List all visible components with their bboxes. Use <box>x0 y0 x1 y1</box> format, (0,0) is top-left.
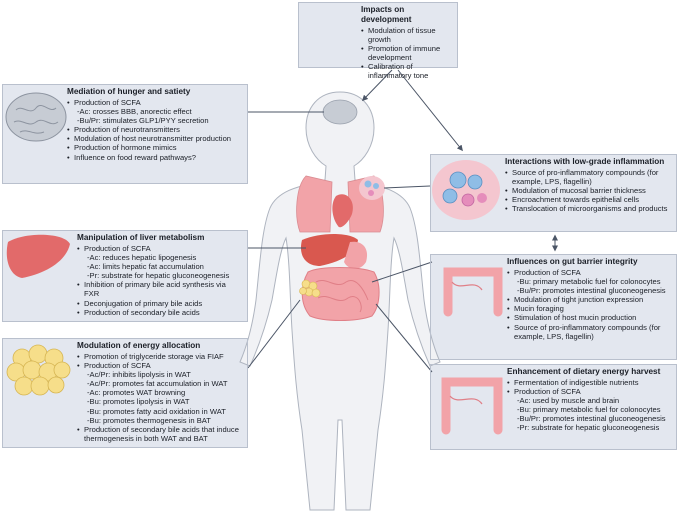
list-item: Source of pro-inflammatory compounds (fo… <box>507 323 672 341</box>
box-harvest: Enhancement of dietary energy harvest Fe… <box>430 364 677 450</box>
liver-icon <box>6 234 70 278</box>
list-item: -Ac/Pr: promotes fat accumulation in WAT <box>87 379 228 389</box>
box-barrier: Influences on gut barrier integrity Prod… <box>430 254 677 360</box>
list-item: -Ac: promotes WAT browning <box>87 388 186 398</box>
list-item: Production of SCFA <box>77 361 243 370</box>
heart <box>332 194 353 228</box>
box-liver: Manipulation of liver metabolism Product… <box>2 230 248 322</box>
hunger-list: Production of SCFA -Ac: crosses BBB, ano… <box>67 98 243 162</box>
brain-icon <box>5 92 67 142</box>
inflammation-list: Source of pro-inflammatory compounds (fo… <box>505 168 672 214</box>
liver-list: Production of SCFA -Ac: reduces hepatic … <box>77 244 243 317</box>
adipose-cluster-body <box>299 279 321 298</box>
list-item: Source of pro-inflammatory compounds (fo… <box>505 168 672 186</box>
list-item: Production of SCFA <box>507 268 672 277</box>
development-title: Impacts on development <box>361 5 412 24</box>
list-item: -Ac: used by muscle and brain <box>517 396 620 406</box>
immune-cells-torso <box>359 176 385 200</box>
energy-allocation-list: Promotion of triglyceride storage via FI… <box>77 352 243 443</box>
immune-cells-icon <box>432 160 500 220</box>
list-item: -Bu: promotes fatty acid oxidation in WA… <box>87 406 226 416</box>
box-hunger: Mediation of hunger and satiety Producti… <box>2 84 248 184</box>
list-item: Production of SCFA <box>67 98 243 107</box>
colon-icon-barrier <box>443 267 503 317</box>
list-item: -Bu/Pr: stimulates GLP1/PYY secretion <box>77 116 209 126</box>
list-item: Deconjugation of primary bile acids <box>77 299 243 308</box>
list-item: Calibration of inflammatory tone <box>361 62 453 80</box>
barrier-list: Production of SCFA -Bu: primary metaboli… <box>507 268 672 341</box>
list-item: Promotion of immune development <box>361 44 453 62</box>
list-item: Inhibition of primary bile acid synthesi… <box>77 280 243 298</box>
list-item: -Bu: primary metabolic fuel for colonocy… <box>517 405 661 415</box>
list-item: -Ac/Pr: inhibits lipolysis in WAT <box>87 370 191 380</box>
list-item: -Bu: promotes lipolysis in WAT <box>87 397 190 407</box>
box-development: Impacts on development Modulation of tis… <box>298 2 458 80</box>
box-energy-allocation: Modulation of energy allocation Promotio… <box>2 338 248 448</box>
list-item: Production of neurotransmitters <box>67 125 243 134</box>
box-inflammation: Interactions with low-grade inflammation… <box>430 154 677 232</box>
brain-in-head <box>322 99 358 125</box>
harvest-list: Fermentation of indigestible nutrients P… <box>507 378 672 433</box>
list-item: -Ac: limits hepatic fat accumulation <box>87 262 204 272</box>
list-item: Modulation of mucosal barrier thickness <box>505 186 672 195</box>
list-item: Influence on food reward pathways? <box>67 153 243 162</box>
development-list: Modulation of tissue growth Promotion of… <box>361 26 453 81</box>
list-item: Production of hormone mimics <box>67 143 243 152</box>
stomach-organ <box>344 241 368 269</box>
list-item: Stimulation of host mucin production <box>507 313 672 322</box>
barrier-title: Influences on gut barrier integrity <box>507 257 638 266</box>
list-item: Promotion of triglyceride storage via FI… <box>77 352 243 361</box>
hunger-title: Mediation of hunger and satiety <box>67 87 191 96</box>
inflammation-title: Interactions with low-grade inflammation <box>505 157 665 166</box>
list-item: Production of secondary bile acids <box>77 308 243 317</box>
harvest-title: Enhancement of dietary energy harvest <box>507 367 661 376</box>
list-item: Encroachment towards epithelial cells <box>505 195 672 204</box>
list-item: -Bu: promotes thermogenesis in BAT <box>87 415 211 425</box>
list-item: Production of secondary bile acids that … <box>77 425 243 443</box>
liver-title: Manipulation of liver metabolism <box>77 233 205 242</box>
fat-cells-icon <box>6 344 71 396</box>
list-item: Production of SCFA <box>77 244 243 253</box>
connector-lines <box>247 69 558 373</box>
list-item: Fermentation of indigestible nutrients <box>507 378 672 387</box>
list-item: -Ac: crosses BBB, anorectic effect <box>77 107 192 117</box>
colon-icon-harvest <box>441 377 503 435</box>
list-item: Modulation of tight junction expression <box>507 295 672 304</box>
list-item: Modulation of tissue growth <box>361 26 453 44</box>
list-item: -Ac: reduces hepatic lipogenesis <box>87 253 197 263</box>
list-item: -Pr: substrate for hepatic gluconeogenes… <box>87 271 230 281</box>
energy-allocation-title: Modulation of energy allocation <box>77 341 201 350</box>
list-item: -Bu/Pr: promotes intestinal gluconeogene… <box>517 286 666 296</box>
list-item: Mucin foraging <box>507 304 672 313</box>
list-item: -Bu: primary metabolic fuel for colonocy… <box>517 277 661 287</box>
list-item: Modulation of host neurotransmitter prod… <box>67 134 243 143</box>
list-item: -Pr: substrate for hepatic gluconeogenes… <box>517 423 660 433</box>
liver-organ <box>300 234 358 266</box>
list-item: Translocation of microorganisms and prod… <box>505 204 672 213</box>
list-item: Production of SCFA <box>507 387 672 396</box>
list-item: -Bu/Pr: promotes intestinal gluconeogene… <box>517 414 666 424</box>
